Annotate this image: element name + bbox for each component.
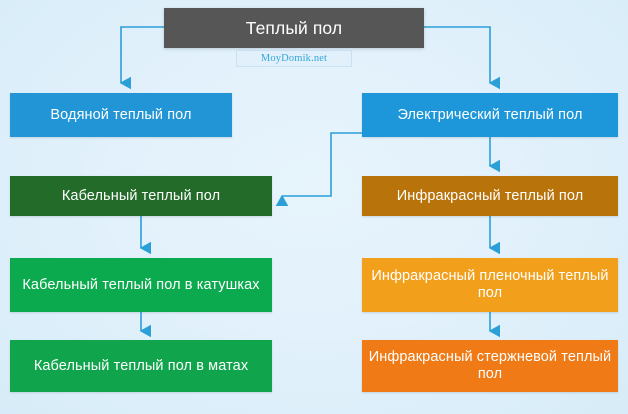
node-root[interactable]: Теплый пол xyxy=(164,8,424,48)
edge-electric-to-cable xyxy=(275,132,362,207)
node-cable-floor-mats-label: Кабельный теплый пол в матах xyxy=(33,357,249,374)
watermark-text: MoyDomik.net xyxy=(260,53,328,64)
node-infrared-rod-floor[interactable]: Инфракрасный стержневой теплый пол xyxy=(362,340,618,392)
node-electric-floor[interactable]: Электрический теплый пол xyxy=(362,93,618,137)
node-infrared-floor-label: Инфракрасный теплый пол xyxy=(396,187,584,204)
node-root-label: Теплый пол xyxy=(245,17,343,38)
node-electric-floor-label: Электрический теплый пол xyxy=(397,106,583,123)
node-infrared-film-floor-label: Инфракрасный пленочный теплый пол xyxy=(371,268,609,301)
node-cable-floor-coils-label: Кабельный теплый пол в катушках xyxy=(22,276,260,293)
node-cable-floor-coils[interactable]: Кабельный теплый пол в катушках xyxy=(10,258,272,312)
node-cable-floor-label: Кабельный теплый пол xyxy=(61,187,221,204)
node-infrared-film-floor[interactable]: Инфракрасный пленочный теплый пол xyxy=(362,258,618,312)
watermark: MoyDomik.net xyxy=(236,50,352,67)
edge-root-to-water xyxy=(119,26,164,90)
node-cable-floor-mats[interactable]: Кабельный теплый пол в матах xyxy=(10,340,272,392)
node-water-floor[interactable]: Водяной теплый пол xyxy=(10,93,232,137)
node-infrared-floor[interactable]: Инфракрасный теплый пол xyxy=(362,176,618,216)
node-infrared-rod-floor-label: Инфракрасный стержневой теплый пол xyxy=(368,349,612,382)
edge-root-to-electric xyxy=(424,26,501,90)
node-water-floor-label: Водяной теплый пол xyxy=(50,106,192,123)
node-cable-floor[interactable]: Кабельный теплый пол xyxy=(10,176,272,216)
